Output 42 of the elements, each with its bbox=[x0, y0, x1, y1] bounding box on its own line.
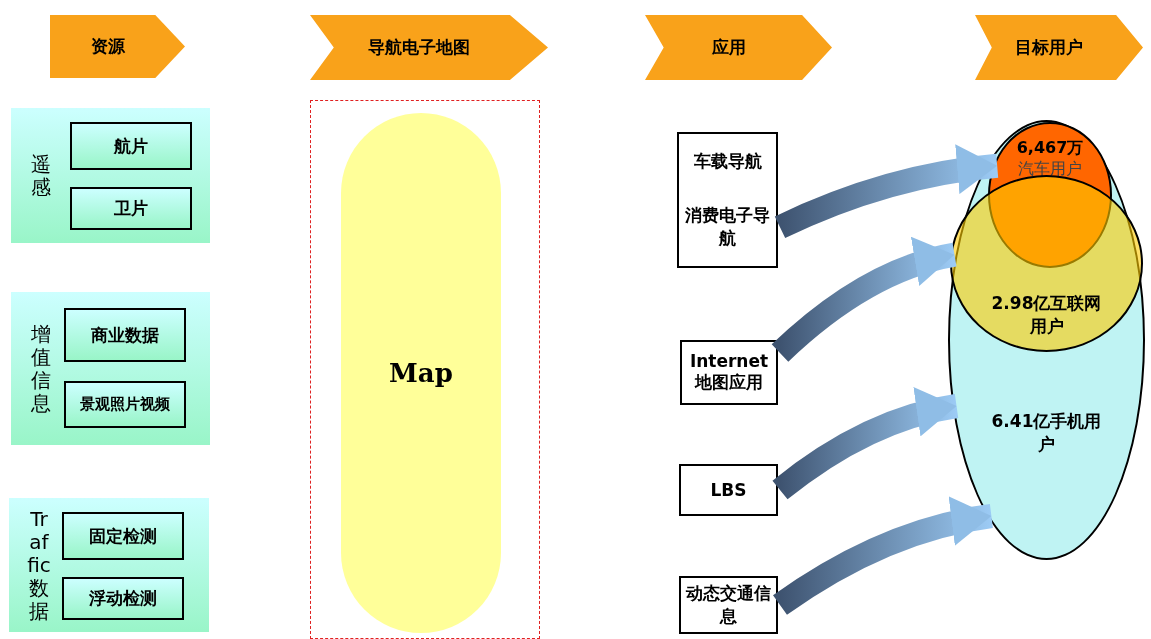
app-label: Internet 地图应用 bbox=[688, 351, 770, 394]
dashed-frame bbox=[310, 100, 540, 639]
banner-label: 导航电子地图 bbox=[368, 36, 470, 59]
app-box bbox=[680, 340, 778, 405]
app-label: 车载导航 bbox=[692, 149, 763, 173]
source-box bbox=[64, 381, 186, 428]
arrow bbox=[773, 497, 994, 615]
source-label: 固定检测 bbox=[89, 524, 157, 548]
group-label: 增值信息 bbox=[30, 322, 52, 415]
app-box bbox=[679, 576, 778, 634]
source-label: 景观照片视频 bbox=[80, 395, 170, 414]
source-box bbox=[70, 187, 192, 230]
user-count-label: 6.41亿手机用户 bbox=[990, 410, 1103, 456]
user-count-label: 汽车用户 bbox=[1017, 159, 1083, 180]
app-box bbox=[677, 132, 778, 268]
arrow bbox=[774, 144, 999, 239]
source-box bbox=[70, 122, 192, 170]
arrow bbox=[771, 238, 957, 362]
source-label: 航片 bbox=[114, 134, 148, 158]
banner-label: 资源 bbox=[90, 35, 125, 58]
source-box bbox=[64, 308, 186, 362]
source-label: 浮动检测 bbox=[89, 587, 157, 610]
group-label: 遥感 bbox=[30, 152, 52, 199]
banner-label: 目标用户 bbox=[1015, 36, 1083, 59]
group-label: Traffic数据 bbox=[27, 507, 51, 623]
app-label: 动态交通信息 bbox=[684, 582, 772, 628]
user-count-label: 6,467万 bbox=[1015, 138, 1085, 159]
source-label: 卫片 bbox=[114, 197, 148, 220]
user-count-label: 2.98亿互联网用户 bbox=[990, 292, 1103, 338]
group-panel bbox=[9, 498, 209, 632]
arrow bbox=[772, 388, 959, 500]
app-label: 消费电子导航 bbox=[684, 204, 771, 251]
map-label: Map bbox=[389, 358, 453, 388]
source-box bbox=[62, 577, 184, 620]
group-panel bbox=[11, 108, 210, 243]
banner-label: 应用 bbox=[711, 36, 746, 59]
app-box bbox=[679, 464, 778, 516]
app-label: LBS bbox=[709, 480, 748, 500]
chevron-banner bbox=[50, 15, 185, 78]
group-panel bbox=[11, 292, 210, 445]
source-box bbox=[62, 512, 184, 560]
source-label: 商业数据 bbox=[91, 323, 159, 347]
